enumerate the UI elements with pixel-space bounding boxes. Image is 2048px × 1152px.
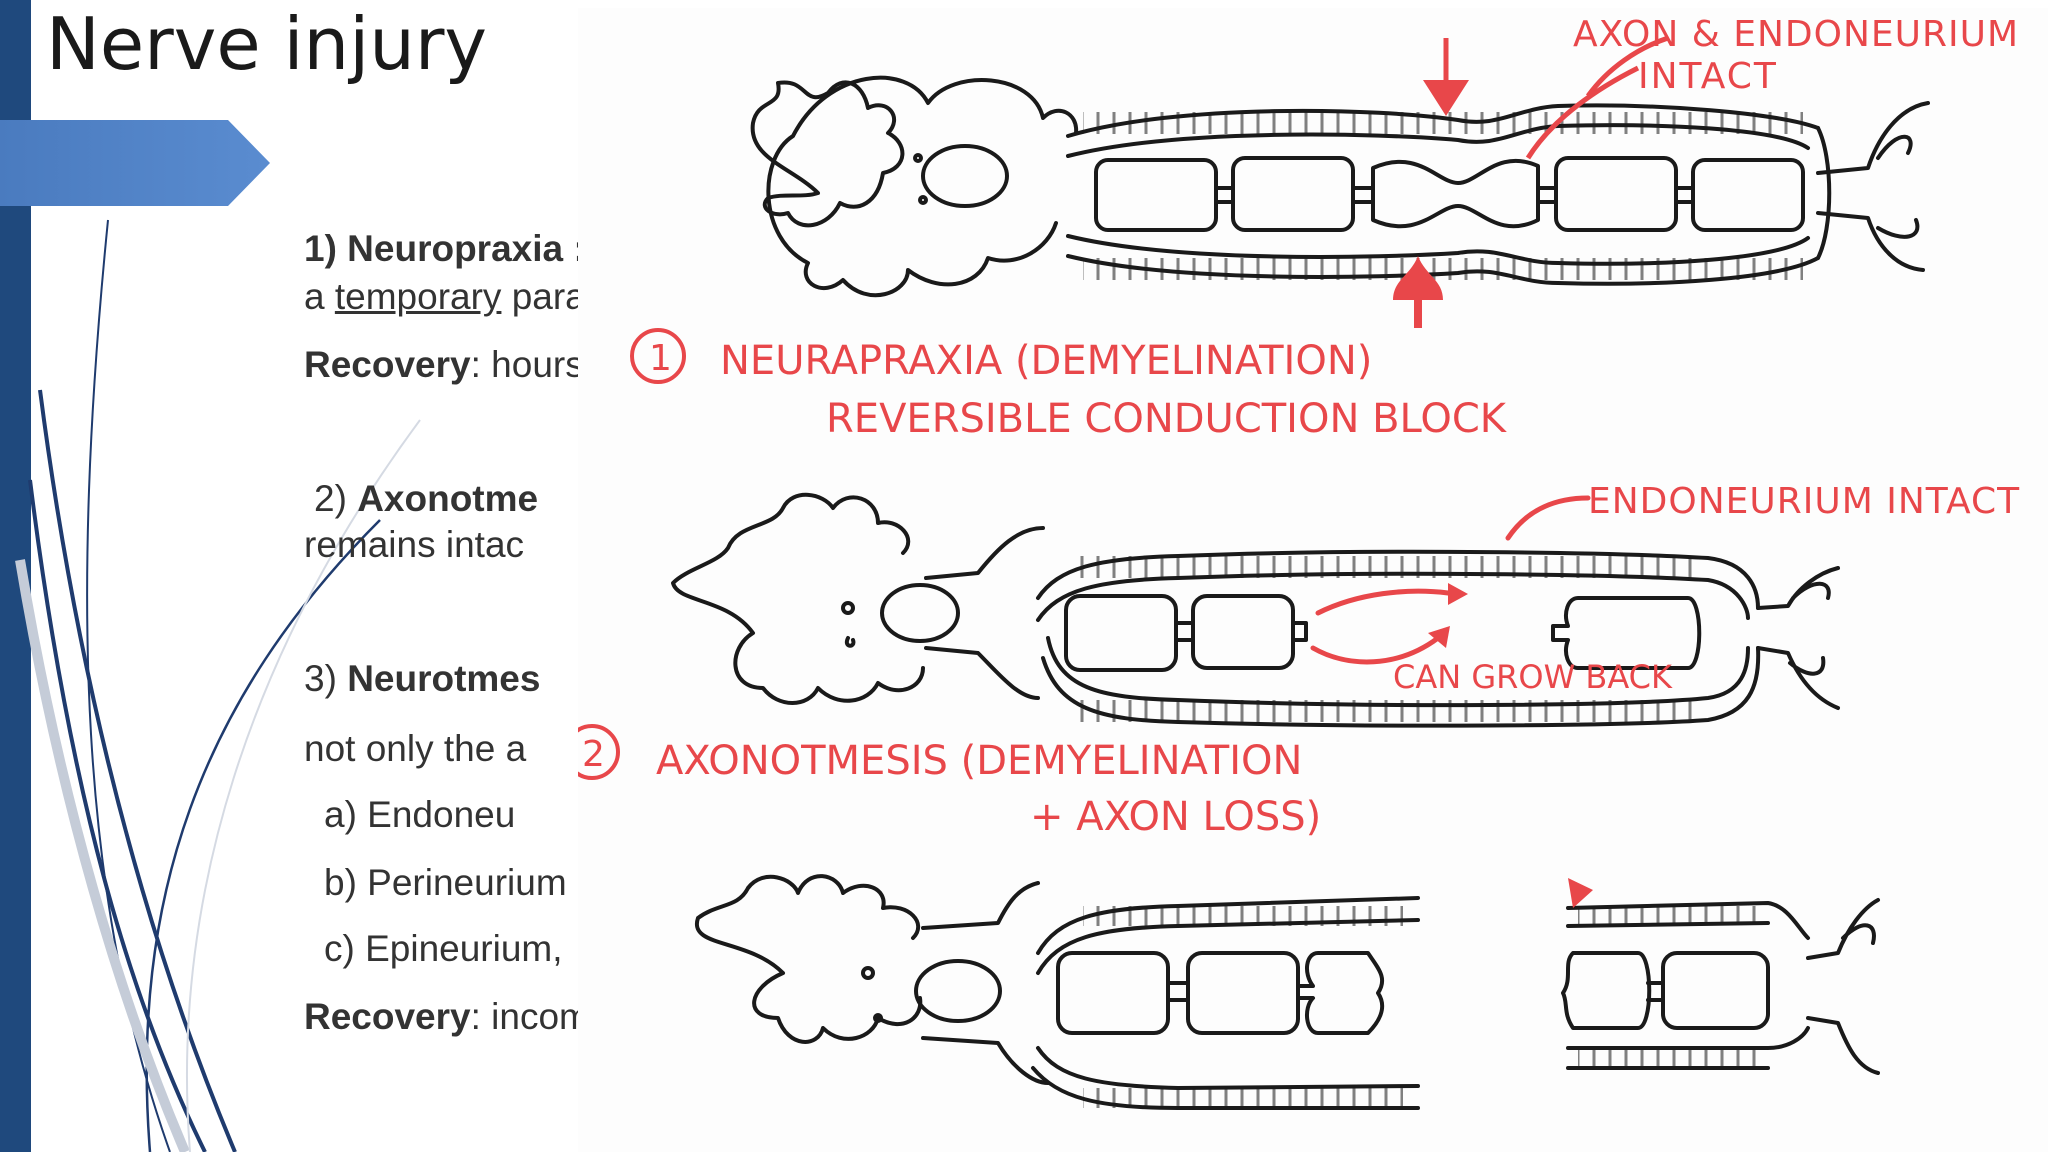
regrowth-arrows — [1310, 495, 1591, 665]
cut-marker-arrow — [1568, 878, 1593, 908]
number-one: 1 — [649, 338, 672, 379]
number-two: 2 — [582, 734, 605, 775]
slide-body-text: 1) Neuropraxia : a temporary para Recove… — [0, 0, 582, 1152]
label-axon-loss: + AXON LOSS) — [1030, 794, 1321, 840]
item-axonotmesis-heading: 2) Axonotme — [314, 478, 539, 519]
label-axon-endoneurium: AXON & ENDONEURIUM — [1573, 14, 2019, 55]
item-neurotmesis-definition: not only the a — [304, 728, 527, 769]
compression-arrows — [1393, 35, 1669, 328]
arrow-banner — [0, 120, 270, 206]
decorative-curves — [15, 219, 421, 1152]
subitem-endoneurium: a) Endoneu — [324, 794, 516, 835]
label-endoneurium-intact: ENDONEURIUM INTACT — [1588, 481, 2020, 522]
item-axonotmesis-definition: remains intac — [304, 524, 525, 565]
item-neurotmesis-heading: 3) Neurotmes — [304, 658, 541, 699]
label-neurapraxia: NEURAPRAXIA (DEMYELINATION) — [720, 338, 1372, 384]
item-neurotmesis-recovery: Recovery: incom — [304, 996, 582, 1037]
subitem-epineurium: c) Epineurium, — [324, 928, 563, 969]
axonotmesis-drawing — [671, 492, 1840, 728]
subitem-perineurium: b) Perineurium — [324, 862, 567, 903]
label-reversible-block: REVERSIBLE CONDUCTION BLOCK — [826, 396, 1508, 442]
item-neuropraxia-definition: a temporary para — [304, 276, 582, 317]
label-axon-endoneurium-intact: INTACT — [1638, 56, 1778, 97]
nerve-injury-diagram: AXON & ENDONEURIUM INTACT 1 NEURAPRAXIA … — [578, 8, 2048, 1152]
label-can-grow-back: CAN GROW BACK — [1393, 658, 1673, 696]
slide-title: Nerve injury — [46, 2, 488, 86]
label-axonotmesis: AXONOTMESIS (DEMYELINATION — [656, 738, 1302, 784]
item-neuropraxia-recovery: Recovery: hours — [304, 344, 582, 385]
item-neuropraxia-heading: 1) Neuropraxia : — [304, 228, 582, 269]
neurotmesis-drawing — [694, 874, 1880, 1110]
neurapraxia-drawing — [750, 75, 1930, 298]
